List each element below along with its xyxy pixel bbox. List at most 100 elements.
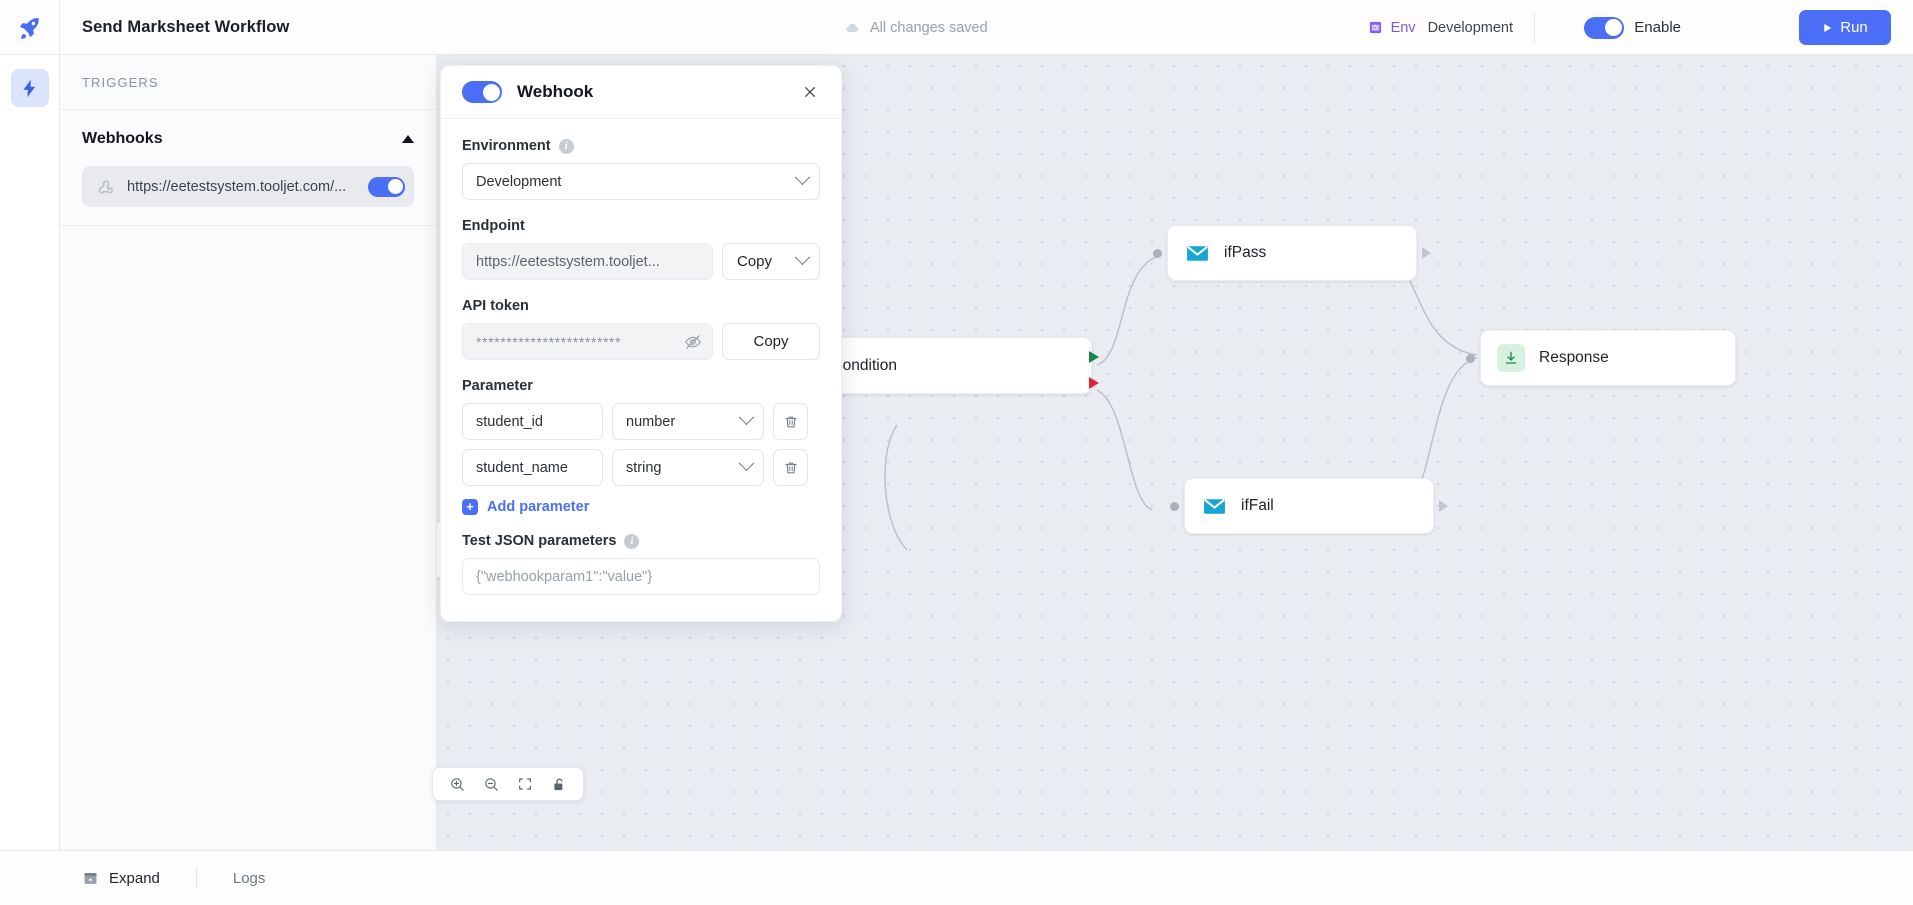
parameter-type-select[interactable]: string: [612, 449, 764, 486]
webhook-toggle[interactable]: [462, 81, 502, 103]
api-token-field: ************************: [462, 323, 713, 360]
sidebar-item-triggers[interactable]: [10, 69, 49, 107]
table-row: student_name string: [462, 449, 820, 486]
bottom-bar-divider: [195, 867, 197, 889]
chevron-down-icon: [794, 169, 811, 186]
info-icon[interactable]: i: [624, 533, 640, 549]
api-token-label-text: API token: [462, 298, 529, 314]
api-token-field-label: API token: [462, 298, 820, 314]
environment-field-label: Environment i: [462, 138, 820, 154]
environment-select[interactable]: Development: [462, 163, 820, 200]
node-ifpass[interactable]: ifPass: [1167, 225, 1417, 281]
add-parameter-label: Add parameter: [487, 499, 590, 515]
node-label: ifPass: [1224, 244, 1267, 261]
node-input-port[interactable]: [1466, 354, 1475, 363]
parameter-label-text: Parameter: [462, 378, 533, 394]
node-response[interactable]: Response: [1480, 330, 1736, 386]
close-button[interactable]: [797, 79, 823, 105]
triggers-heading: TRIGGERS: [82, 74, 159, 90]
expand-label: Expand: [109, 869, 160, 887]
zoom-in-icon: [450, 777, 464, 791]
environment-label-text: Environment: [462, 138, 551, 154]
trash-icon: [784, 416, 797, 427]
endpoint-copy-label: Copy: [737, 253, 773, 270]
api-token-row: ************************ Copy: [462, 323, 820, 360]
info-icon[interactable]: i: [558, 138, 574, 154]
webhook-panel-header: Webhook: [441, 66, 841, 119]
expand-panel-icon: [84, 872, 97, 884]
webhook-enable-toggle[interactable]: [368, 176, 405, 197]
endpoint-field-label: Endpoint: [462, 218, 820, 234]
chevron-down-icon: [794, 249, 811, 266]
endpoint-copy-button[interactable]: Copy: [722, 243, 820, 280]
webhooks-section: Webhooks https://eetestsystem.tooljet.co…: [60, 110, 436, 226]
save-status-text: All changes saved: [870, 19, 988, 36]
plus-square-icon: +: [462, 499, 478, 515]
play-icon: [1824, 23, 1832, 32]
enable-control[interactable]: Enable: [1584, 0, 1681, 55]
test-json-input[interactable]: {"webhookparam1":"value"}: [462, 558, 820, 595]
node-output-arrow: [1422, 247, 1431, 259]
node-output-arrow-true: [1089, 351, 1099, 363]
caret-up-icon[interactable]: [402, 135, 414, 143]
parameter-name-input[interactable]: student_name: [462, 449, 603, 486]
bottom-bar: Expand Logs: [0, 850, 1913, 905]
environment-selector[interactable]: {x} Env Development: [1368, 0, 1513, 55]
eye-off-icon[interactable]: [684, 333, 702, 351]
fit-view-icon: [519, 778, 531, 790]
webhook-panel-title: Webhook: [517, 82, 594, 101]
parameter-delete-button[interactable]: [773, 449, 808, 486]
enable-toggle[interactable]: [1584, 16, 1625, 39]
parameter-name-input[interactable]: student_id: [462, 403, 603, 440]
api-token-masked-value: ************************: [476, 333, 622, 350]
webhooks-section-header[interactable]: Webhooks: [82, 130, 414, 148]
webhook-url: https://eetestsystem.tooljet.com/...: [127, 178, 347, 195]
rocket-icon: [19, 18, 39, 39]
trash-icon: [784, 462, 797, 473]
cloud-saved-icon: [846, 23, 859, 32]
add-parameter-button[interactable]: + Add parameter: [462, 499, 820, 515]
run-button-label: Run: [1840, 19, 1868, 36]
webhook-panel-body: Environment i Development Endpoint https…: [441, 119, 841, 621]
node-output-arrow-false: [1089, 377, 1099, 389]
parameter-delete-button[interactable]: [773, 403, 808, 440]
variable-icon: {x}: [1369, 21, 1381, 34]
parameter-type-value: number: [626, 413, 676, 430]
app-logo[interactable]: [0, 0, 60, 55]
expand-button[interactable]: Expand: [82, 870, 160, 887]
endpoint-value-field: https://eetestsystem.tooljet...: [462, 243, 713, 280]
node-iffail[interactable]: ifFail: [1184, 478, 1434, 534]
parameter-type-value: string: [626, 459, 662, 476]
enable-label: Enable: [1634, 19, 1681, 36]
triggers-panel-header: TRIGGERS: [60, 55, 436, 110]
parameter-type-select[interactable]: number: [612, 403, 764, 440]
logs-button[interactable]: Logs: [233, 870, 266, 887]
environment-select-value: Development: [476, 173, 562, 190]
env-label: Env: [1390, 19, 1416, 36]
logs-label: Logs: [232, 869, 266, 887]
table-row: student_id number: [462, 403, 820, 440]
test-json-label-text: Test JSON parameters: [462, 533, 617, 549]
response-download-icon: [1497, 344, 1525, 372]
list-item[interactable]: https://eetestsystem.tooljet.com/...: [82, 166, 414, 207]
node-input-port[interactable]: [1170, 502, 1179, 511]
webhooks-title: Webhooks: [82, 130, 163, 147]
parameter-field-label: Parameter: [462, 378, 820, 394]
node-input-port[interactable]: [1153, 249, 1162, 258]
run-button[interactable]: Run: [1799, 10, 1891, 45]
fit-view-button[interactable]: [511, 770, 539, 798]
api-token-copy-label: Copy: [753, 333, 789, 350]
lock-open-icon: [554, 778, 563, 790]
toolbar-divider: [1534, 12, 1535, 43]
endpoint-value: https://eetestsystem.tooljet...: [476, 253, 660, 270]
lock-canvas-button[interactable]: [545, 770, 573, 798]
zoom-out-button[interactable]: [477, 770, 505, 798]
env-value: Development: [1427, 19, 1513, 36]
api-token-copy-button[interactable]: Copy: [722, 323, 820, 360]
node-label: ifFail: [1241, 497, 1274, 514]
node-label: Response: [1539, 349, 1609, 366]
node-output-arrow: [1439, 500, 1448, 512]
zoom-in-button[interactable]: [443, 770, 471, 798]
canvas-toolbar: [432, 767, 584, 801]
